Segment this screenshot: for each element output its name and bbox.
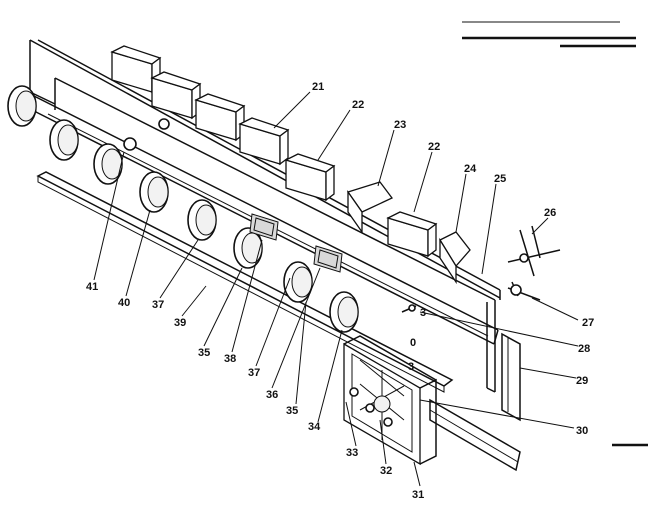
switch-boxes xyxy=(110,45,471,285)
callout-21: 21 xyxy=(312,81,324,93)
leader-lines xyxy=(93,91,579,487)
indicator-lenses xyxy=(249,213,343,273)
callout-35a: 35 xyxy=(286,405,298,417)
clock-assembly xyxy=(343,335,437,466)
callout-35b: 35 xyxy=(198,347,210,359)
trim-strip xyxy=(36,171,454,393)
callout-24: 24 xyxy=(464,163,477,175)
knob-2 xyxy=(49,119,79,161)
callout-26: 26 xyxy=(544,207,556,219)
panel-mark-0: 0 xyxy=(410,337,416,349)
side-bracket xyxy=(501,332,521,422)
callout-27: 27 xyxy=(582,317,594,329)
small-pushbuttons xyxy=(123,118,170,151)
panel-mark-3b: 3 xyxy=(408,361,414,373)
rear-frame xyxy=(29,39,501,393)
callout-22a: 22 xyxy=(352,99,364,111)
small-screw xyxy=(401,304,417,313)
callout-25: 25 xyxy=(494,173,506,185)
callout-38: 38 xyxy=(224,353,236,365)
knob-7 xyxy=(283,261,313,303)
callout-31: 31 xyxy=(412,489,424,501)
bottom-rail xyxy=(429,398,521,472)
callout-29: 29 xyxy=(576,375,588,387)
callout-32: 32 xyxy=(380,465,392,477)
knob-1 xyxy=(7,85,37,127)
knob-8 xyxy=(329,291,359,333)
knob-6 xyxy=(233,227,263,269)
callout-30: 30 xyxy=(576,425,588,437)
callout-37a: 37 xyxy=(248,367,260,379)
callout-23: 23 xyxy=(394,119,406,131)
callout-39: 39 xyxy=(174,317,186,329)
panel-marks: 3 0 3 xyxy=(408,307,426,373)
callout-36: 36 xyxy=(266,389,278,401)
callout-28: 28 xyxy=(578,343,590,355)
callout-34: 34 xyxy=(308,421,321,433)
callout-40: 40 xyxy=(118,297,130,309)
header-rules xyxy=(462,21,648,447)
knob-3 xyxy=(93,143,123,185)
terminal-spade xyxy=(507,225,561,277)
callouts: 21 22 23 22 24 25 26 27 28 29 30 31 32 3… xyxy=(86,81,594,501)
callout-22b: 22 xyxy=(428,141,440,153)
fastener-screw xyxy=(507,281,541,301)
callout-37b: 37 xyxy=(152,299,164,311)
callout-33: 33 xyxy=(346,447,358,459)
knob-4 xyxy=(139,171,169,213)
knob-5 xyxy=(187,199,217,241)
callout-41: 41 xyxy=(86,281,98,293)
control-knobs xyxy=(7,85,359,333)
